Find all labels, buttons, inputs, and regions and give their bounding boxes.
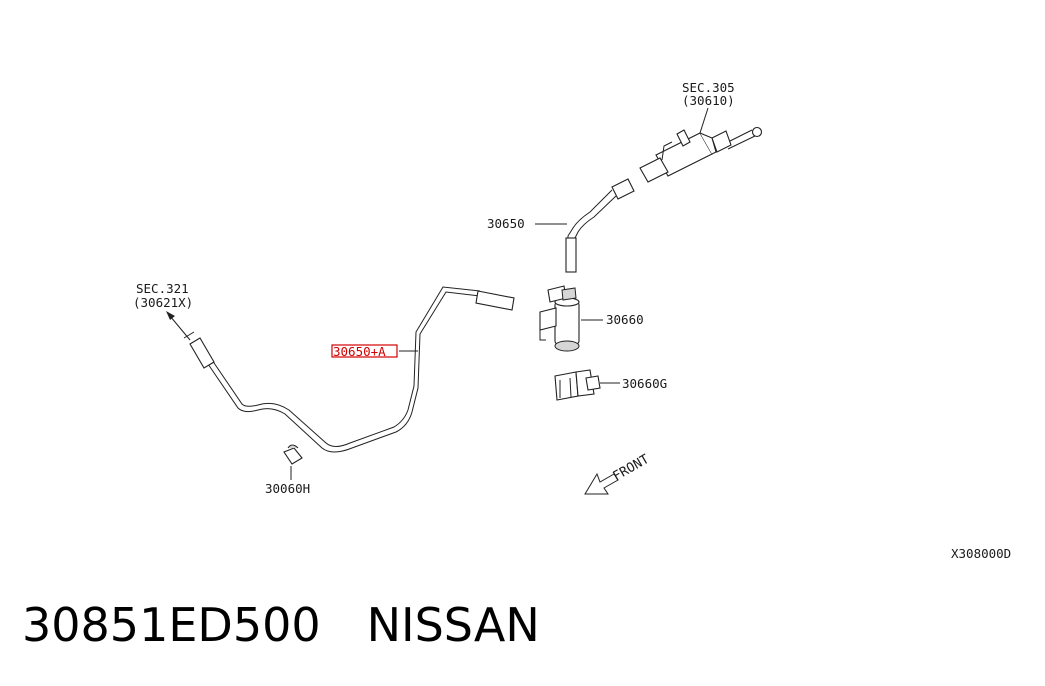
front-arrow-icon	[584, 472, 619, 495]
clip-icon	[283, 444, 303, 465]
footer-caption: 30851ED500 NISSAN	[22, 598, 540, 652]
sec321-label: SEC.321	[136, 281, 189, 296]
damper-icon	[539, 285, 580, 352]
label-30660: 30660	[606, 312, 644, 327]
brand-name: NISSAN	[366, 598, 540, 652]
clutch-hose-icon	[565, 178, 635, 273]
clutch-pipe-icon	[183, 286, 515, 453]
sec321-arrow-icon	[166, 311, 191, 341]
parts-diagram: SEC.305 (30610) 30650 30660 30660G	[133, 80, 1011, 561]
label-30060h: 30060H	[265, 481, 310, 496]
bracket-icon	[554, 369, 601, 401]
sec305-ref-label: (30610)	[682, 93, 735, 108]
label-30650a[interactable]: 30650+A	[333, 344, 386, 359]
highlight-box-30650a	[331, 344, 398, 358]
front-label: FRONT	[611, 452, 653, 485]
master-cylinder-icon	[639, 126, 763, 183]
sec305-leader-line	[699, 107, 709, 134]
sec321-ref-label: (30621X)	[133, 295, 193, 310]
label-30650: 30650	[487, 216, 525, 231]
sec305-label: SEC.305	[682, 80, 735, 95]
drawing-code: X308000D	[951, 546, 1011, 561]
part-number: 30851ED500	[22, 598, 321, 652]
label-30660g: 30660G	[622, 376, 667, 391]
